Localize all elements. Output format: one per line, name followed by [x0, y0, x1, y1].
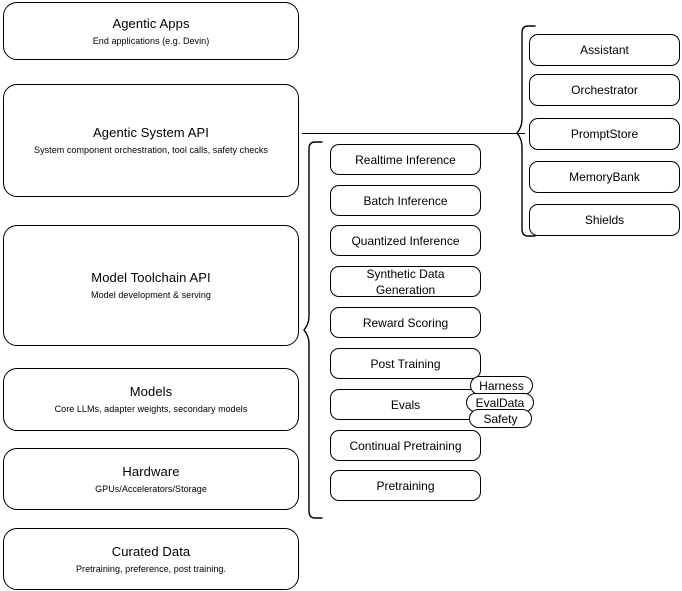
- component-label: Reward Scoring: [362, 315, 449, 330]
- component-continual-pretraining[interactable]: Continual Pretraining: [330, 430, 481, 461]
- layer-title: Models: [129, 384, 173, 399]
- layer-subtitle: Core LLMs, adapter weights, secondary mo…: [54, 404, 248, 414]
- layer-models[interactable]: Models Core LLMs, adapter weights, secon…: [3, 368, 299, 431]
- layer-subtitle: End applications (e.g. Devin): [92, 35, 210, 46]
- layer-title: Agentic Apps: [112, 15, 190, 31]
- system-component-label: PromptStore: [570, 127, 639, 141]
- system-component-label: MemoryBank: [569, 170, 640, 184]
- component-evals[interactable]: Evals: [330, 389, 481, 420]
- system-component-label: Shields: [584, 213, 625, 227]
- layer-subtitle: Model development & serving: [91, 290, 211, 300]
- component-batch-inference[interactable]: Batch Inference: [330, 185, 481, 216]
- layer-title: Hardware: [122, 463, 180, 479]
- layer-title: Agentic System API: [93, 125, 209, 140]
- eval-pill-label: Safety: [483, 411, 518, 426]
- layer-model-toolchain-api[interactable]: Model Toolchain API Model development & …: [3, 225, 299, 346]
- layer-agentic-system-api[interactable]: Agentic System API System component orch…: [3, 84, 299, 197]
- layer-title: Curated Data: [111, 543, 191, 559]
- layer-agentic-apps[interactable]: Agentic Apps End applications (e.g. Devi…: [3, 2, 299, 60]
- component-post-training[interactable]: Post Training: [330, 348, 481, 379]
- system-component-orchestrator[interactable]: Orchestrator: [529, 74, 680, 106]
- component-reward-scoring[interactable]: Reward Scoring: [330, 307, 481, 338]
- component-realtime-inference[interactable]: Realtime Inference: [330, 144, 481, 175]
- system-component-memorybank[interactable]: MemoryBank: [529, 161, 680, 193]
- layer-title: Model Toolchain API: [91, 270, 211, 285]
- brace-toolchain: [303, 141, 323, 519]
- component-synthetic-data-generation[interactable]: Synthetic Data Generation: [330, 266, 481, 297]
- system-component-label: Orchestrator: [571, 83, 638, 97]
- component-label: Synthetic Data Generation: [366, 266, 445, 297]
- layer-subtitle: GPUs/Accelerators/Storage: [95, 483, 207, 494]
- component-label: Realtime Inference: [355, 152, 456, 167]
- component-label: Pretraining: [376, 478, 435, 493]
- layer-subtitle: System component orchestration, tool cal…: [34, 145, 268, 155]
- eval-pill-label: Harness: [479, 378, 524, 393]
- eval-pill-label: EvalData: [475, 395, 525, 410]
- component-label: Batch Inference: [363, 193, 448, 208]
- component-label: Quantized Inference: [351, 233, 460, 248]
- system-component-shields[interactable]: Shields: [529, 204, 680, 236]
- system-component-promptstore[interactable]: PromptStore: [529, 118, 680, 150]
- layer-subtitle: Pretraining, preference, post training.: [75, 563, 227, 574]
- system-component-label: Assistant: [580, 43, 629, 57]
- system-component-assistant[interactable]: Assistant: [529, 34, 680, 66]
- connector-line-system-api: [302, 133, 525, 134]
- component-label: Continual Pretraining: [349, 438, 462, 453]
- eval-pill-evaldata[interactable]: EvalData: [466, 393, 534, 412]
- component-quantized-inference[interactable]: Quantized Inference: [330, 225, 481, 256]
- layer-curated-data[interactable]: Curated Data Pretraining, preference, po…: [3, 528, 299, 590]
- layer-hardware[interactable]: Hardware GPUs/Accelerators/Storage: [3, 448, 299, 510]
- component-label: Post Training: [370, 356, 441, 371]
- component-pretraining[interactable]: Pretraining: [330, 470, 481, 501]
- component-label: Evals: [390, 397, 421, 412]
- eval-pill-safety[interactable]: Safety: [469, 409, 532, 428]
